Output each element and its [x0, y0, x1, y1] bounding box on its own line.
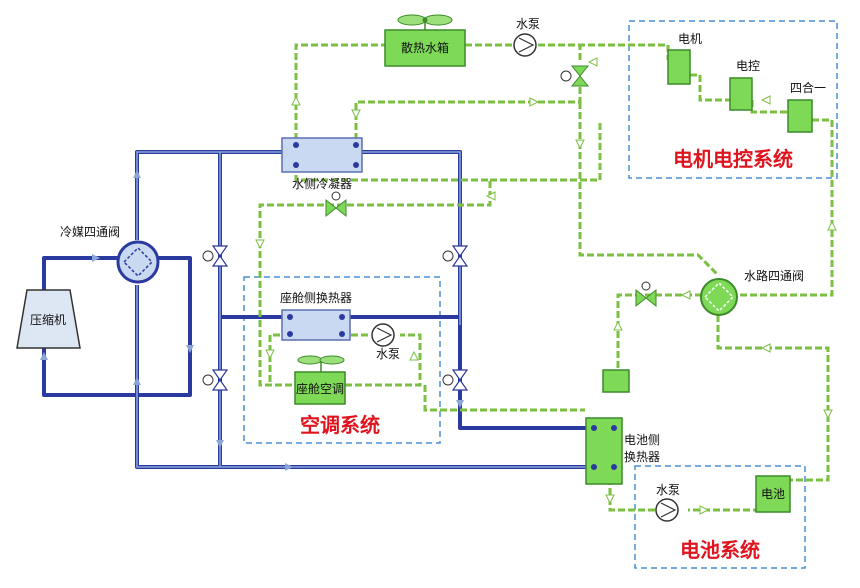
expansion-valve-right-lower	[442, 369, 469, 391]
pump-cabin: 水泵	[371, 323, 400, 361]
water-valve-label: 水路四通阀	[744, 268, 804, 283]
motor-system-label: 电机电控系统	[673, 147, 793, 171]
controller-label: 电控	[736, 59, 760, 73]
refrigerant-line-highlights	[136, 151, 590, 468]
pump-top: 水泵	[513, 17, 540, 57]
motor: 电机	[667, 32, 702, 85]
pump-battery: 水泵	[655, 483, 680, 522]
compressor-label: 压缩机	[30, 312, 66, 327]
battery: 电池	[755, 475, 791, 513]
battery-heat-exchanger: 电池侧 换热器	[585, 417, 660, 485]
four-in-one: 四合一	[787, 80, 826, 133]
radiator-tank: 散热水箱	[384, 14, 466, 67]
water-arrows	[255, 57, 837, 515]
cabin-ac: 座舱空调	[294, 355, 346, 405]
cabin-heat-exchanger: 座舱侧换热器	[280, 290, 352, 341]
ac-system-box	[243, 276, 441, 444]
pump-top-label: 水泵	[516, 17, 540, 31]
battery-system-box	[634, 465, 806, 569]
reservoir	[602, 369, 630, 393]
refrigerant-four-way-valve: 冷媒四通阀	[60, 225, 160, 284]
water-four-way-valve: 水路四通阀	[700, 268, 804, 316]
expansion-valve-left-lower	[202, 369, 229, 391]
four-in-one-label: 四合一	[790, 80, 826, 95]
valve-middle	[325, 191, 347, 218]
battery-system-label: 电池系统	[680, 538, 760, 562]
expansion-valve-right-upper	[442, 245, 469, 267]
expansion-valve-left-upper	[202, 245, 229, 267]
controller: 电控	[729, 59, 760, 111]
valve-battery-line	[635, 281, 657, 308]
motor-system-box	[628, 20, 838, 179]
valve-top	[560, 65, 590, 87]
cabin-ac-label: 座舱空调	[296, 381, 344, 396]
ac-system-label: 空调系统	[300, 413, 380, 437]
battery-label: 电池	[761, 487, 785, 501]
battery-hx-label-1: 电池侧	[624, 433, 660, 447]
battery-hx-label-2: 换热器	[624, 450, 660, 464]
cabin-hx-label: 座舱侧换热器	[280, 290, 352, 305]
pump-cabin-label: 水泵	[376, 347, 400, 361]
water-side-condenser: 水侧冷凝器	[281, 137, 363, 191]
refrigerant-arrows	[40, 170, 464, 471]
compressor: 压缩机	[16, 289, 81, 349]
radiator-tank-label: 散热水箱	[401, 40, 449, 55]
refrigerant-valve-label: 冷媒四通阀	[60, 225, 120, 239]
water-lines	[258, 43, 834, 512]
water-condenser-label: 水侧冷凝器	[292, 176, 352, 191]
pump-battery-label: 水泵	[656, 483, 680, 497]
motor-label: 电机	[678, 32, 702, 46]
